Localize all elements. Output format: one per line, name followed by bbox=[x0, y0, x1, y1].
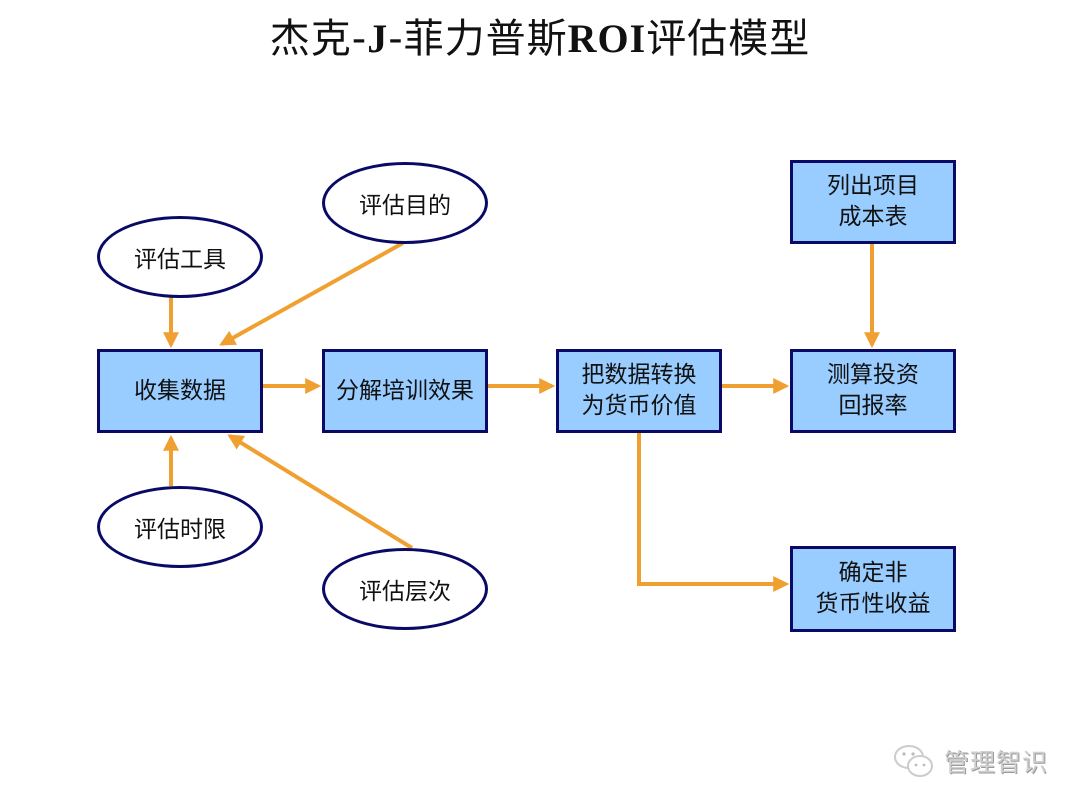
node-evaluation-level: 评估层次 bbox=[322, 548, 488, 630]
title-part: 评估模型 bbox=[646, 16, 811, 62]
arrow-convert-to-intangible bbox=[637, 432, 790, 592]
node-convert-to-monetary: 把数据转换 为货币价值 bbox=[556, 349, 722, 433]
node-collect-data: 收集数据 bbox=[97, 349, 263, 433]
node-isolate-training-effects: 分解培训效果 bbox=[322, 349, 488, 433]
node-calculate-roi: 测算投资 回报率 bbox=[790, 349, 956, 433]
node-evaluation-tools: 评估工具 bbox=[97, 216, 263, 298]
node-evaluation-timeframe: 评估时限 bbox=[97, 486, 263, 568]
node-intangible-benefits: 确定非 货币性收益 bbox=[790, 546, 956, 632]
title-part: ROI bbox=[567, 16, 647, 61]
node-evaluation-purpose: 评估目的 bbox=[322, 162, 488, 244]
arrow-purpose-to-collect bbox=[219, 241, 404, 346]
title-part: 杰克- bbox=[269, 16, 368, 62]
node-list-project-costs: 列出项目 成本表 bbox=[790, 160, 956, 244]
title-part: -菲力普斯 bbox=[388, 16, 568, 62]
title-part: J bbox=[367, 16, 389, 61]
page-title: 杰克-J-菲力普斯ROI评估模型 bbox=[0, 6, 1080, 64]
arrow-level-to-collect bbox=[227, 434, 414, 550]
watermark: 管理智识 bbox=[892, 742, 1048, 780]
wechat-icon bbox=[894, 745, 933, 777]
watermark-text: 管理智识 bbox=[944, 748, 1049, 777]
